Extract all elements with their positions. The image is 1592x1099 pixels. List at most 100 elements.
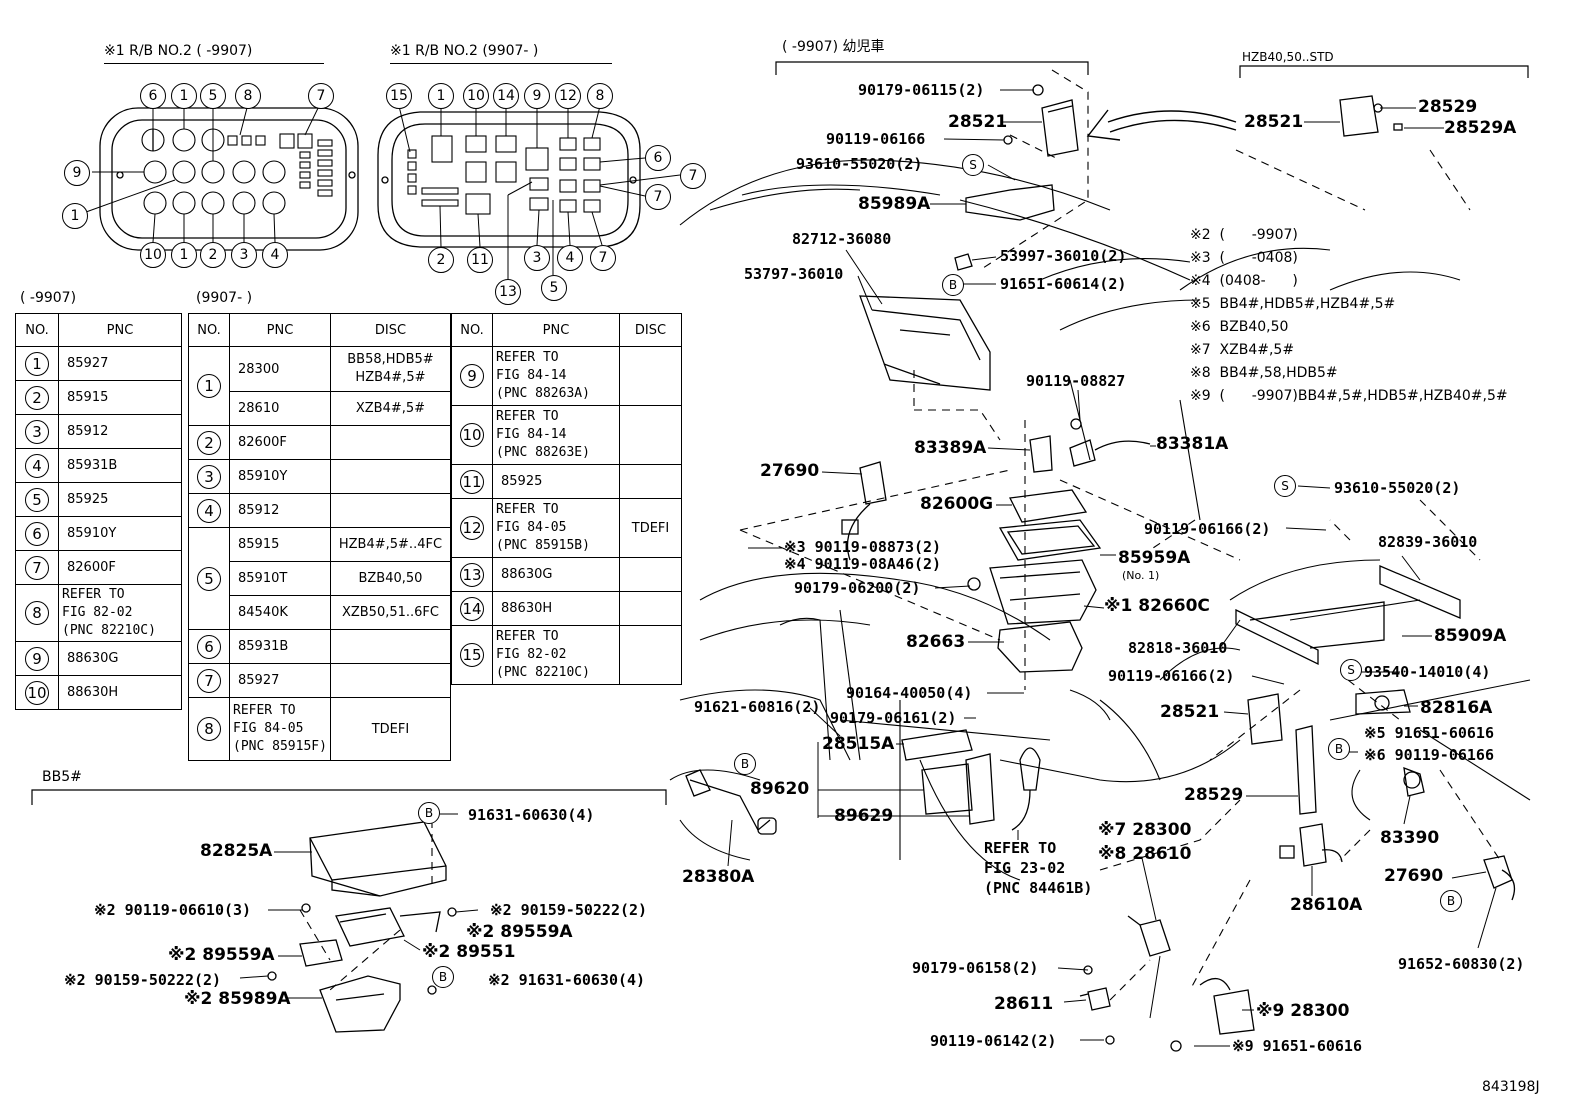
dashed-guides xyxy=(299,69,1501,1001)
part-label: 89620 xyxy=(750,779,810,799)
rb-b-callout: 15 xyxy=(386,83,412,109)
table-row: 4 85912 xyxy=(188,493,452,528)
disc-cell xyxy=(329,493,452,528)
rb-b-callout: 14 xyxy=(493,83,519,109)
rb-b-callout: 10 xyxy=(463,83,489,109)
pnc-cell: 85927 xyxy=(58,346,182,381)
part-label: 82825A xyxy=(200,841,273,861)
footnote-line: ※3 ( -0408) xyxy=(1190,250,1298,266)
b-marker-icon: B xyxy=(432,966,454,988)
table-header: DISC xyxy=(619,313,682,347)
row-number: 4 xyxy=(25,453,49,478)
part-label: 90179-06200(2) xyxy=(794,579,921,597)
part-label: ※2 85989A xyxy=(184,989,291,1009)
row-number: 3 xyxy=(25,419,49,444)
part-label: 53997-36010(2) xyxy=(1000,247,1127,265)
footnote-line: ※6 BZB40,50 xyxy=(1190,319,1289,335)
s-marker-icon: S xyxy=(1274,475,1296,497)
part-label: ※7 28300 xyxy=(1098,820,1192,840)
part-label: 82839-36010 xyxy=(1378,533,1478,551)
row-number: 5 xyxy=(197,566,221,591)
table-row: 28610 XZB4#,5# xyxy=(189,391,452,426)
part-label: 91651-60614(2) xyxy=(1000,275,1127,293)
part-label: 28610A xyxy=(1290,895,1363,915)
part-label: ※2 89551 xyxy=(422,942,516,962)
part-label: 90119-06166(2) xyxy=(1144,520,1271,538)
table-row: 5 85915 HZB4#,5#..4FC xyxy=(188,527,452,630)
table-row: 1 85927 xyxy=(15,346,182,381)
relay-block-b-outline xyxy=(377,111,641,248)
table-row: 6 85931B xyxy=(188,629,452,664)
row-number: 2 xyxy=(197,430,221,455)
part-label: 82663 xyxy=(906,632,966,652)
part-label: 83389A xyxy=(914,438,987,458)
table-row: 3 85912 xyxy=(15,414,182,449)
part-label: 90119-06166(2) xyxy=(1108,667,1235,685)
part-label: 28521 xyxy=(1160,702,1220,722)
child-car-section-label: ( -9907) 幼児車 xyxy=(782,39,885,55)
part-label: 27690 xyxy=(760,461,820,481)
part-label: 28380A xyxy=(682,867,755,887)
part-label: 83381A xyxy=(1156,434,1229,454)
rb-a-callout: 6 xyxy=(140,83,166,109)
part-label: 90119-08827 xyxy=(1026,372,1126,390)
row-number: 8 xyxy=(25,601,49,625)
pnc-cell: 85925 xyxy=(492,464,620,499)
row-number: 10 xyxy=(460,423,484,447)
pnc-cell: 85910Y xyxy=(58,516,182,551)
part-label: ※2 90159-50222(2) xyxy=(64,971,222,989)
pnc-cell: 88630G xyxy=(492,557,620,592)
pnc-cell: 85910T xyxy=(229,561,331,596)
part-label: 93610-55020(2) xyxy=(796,155,923,173)
disc-cell: XZB50,51..6FC xyxy=(329,595,452,630)
part-label: ※2 90159-50222(2) xyxy=(490,901,648,919)
part-label: ※8 28610 xyxy=(1098,844,1192,864)
part-label: 53797-36010 xyxy=(744,265,844,283)
row-number: 11 xyxy=(460,469,484,494)
footnote-line: ※9 ( -9907)BB4#,5#,HDB5#,HZB40#,5# xyxy=(1190,388,1508,404)
part-label: ※2 91631-60630(4) xyxy=(488,971,646,989)
part-label: ※3 90119-08873(2) xyxy=(784,538,942,556)
pnc-cell: 85915 xyxy=(58,380,182,415)
rb-b-callout: 4 xyxy=(557,245,583,271)
pnc-cell: 88630G xyxy=(58,641,182,676)
pnc-cell: 85931B xyxy=(229,629,331,664)
part-leaders xyxy=(239,89,1497,1047)
b-marker-icon: B xyxy=(1328,738,1350,760)
part-label: ※2 89559A xyxy=(466,922,573,942)
pnc-cell: 82600F xyxy=(229,425,331,460)
rb-a-callout: 7 xyxy=(308,83,334,109)
disc-cell xyxy=(329,629,452,664)
disc-cell xyxy=(619,405,682,465)
part-label: 28521 xyxy=(948,112,1008,132)
pnc-cell: REFER TO FIG 82-02 (PNC 82210C) xyxy=(492,625,620,685)
rb-b-callout: 11 xyxy=(467,247,493,273)
rb-a-callout: 1 xyxy=(171,242,197,268)
body-panel-lines xyxy=(669,159,1531,881)
part-label: 85989A xyxy=(858,194,931,214)
row-number: 14 xyxy=(460,596,484,621)
footnote-line: ※2 ( -9907) xyxy=(1190,227,1298,243)
row-number: 9 xyxy=(460,364,484,388)
rb-a-callout: 10 xyxy=(140,242,166,268)
pnc-table-b-left: NO. PNC DISC 1 28300 BB58,HDB5# HZB4#,5#… xyxy=(188,313,452,761)
part-label: 28529 xyxy=(1418,97,1478,117)
row-number: 1 xyxy=(25,351,49,376)
part-label: 28529A xyxy=(1444,118,1517,138)
pnc-cell: 85910Y xyxy=(229,459,331,494)
table-header: PNC xyxy=(229,313,331,347)
disc-cell: XZB4#,5# xyxy=(329,391,452,426)
rb-b-callout: 8 xyxy=(587,83,613,109)
pnc-cell: REFER TO FIG 84-05 (PNC 85915B) xyxy=(492,498,620,558)
disc-cell xyxy=(619,557,682,592)
pnc-cell: 85912 xyxy=(58,414,182,449)
pnc-cell: REFER TO FIG 84-05 (PNC 85915F) xyxy=(229,697,331,761)
